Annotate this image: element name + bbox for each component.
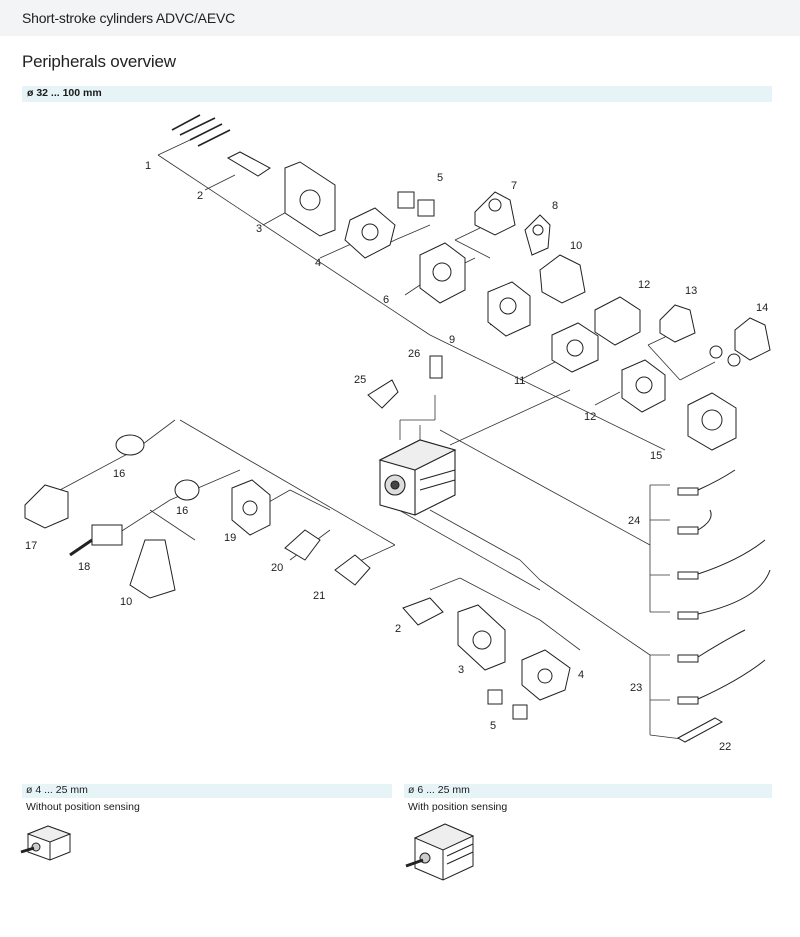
- callout-14: 14: [756, 302, 768, 314]
- callout-18: 18: [78, 561, 90, 573]
- section-title: Peripherals overview: [22, 52, 176, 71]
- part-2-upper: [226, 151, 271, 177]
- callout-22: 22: [719, 741, 731, 753]
- callout-6: 6: [383, 294, 389, 306]
- callout-3-lower: 3: [458, 664, 464, 676]
- sensor-23-b: [677, 696, 699, 705]
- cylinder-central: [378, 439, 457, 516]
- callout-4-upper: 4: [315, 257, 321, 269]
- variant-range-without-sensing: ø 4 ... 25 mm: [26, 784, 88, 796]
- part-5-upper-b: [417, 199, 435, 217]
- diameter-range-label: ø 32 ... 100 mm: [27, 87, 102, 99]
- callout-20: 20: [271, 562, 283, 574]
- sensor-24-d: [677, 611, 699, 620]
- part-10-upper: [539, 254, 586, 304]
- part-7: [474, 191, 516, 236]
- part-17: [24, 484, 69, 529]
- callout-1: 1: [145, 160, 151, 172]
- part-2-lower: [402, 597, 444, 626]
- callout-16-upper: 16: [113, 468, 125, 480]
- callout-5-upper: 5: [437, 172, 443, 184]
- callout-19: 19: [224, 532, 236, 544]
- callout-4-lower: 4: [578, 669, 584, 681]
- part-5-upper-a: [397, 191, 415, 209]
- callout-25: 25: [354, 374, 366, 386]
- callout-5-lower: 5: [490, 720, 496, 732]
- part-10-lower: [129, 539, 176, 599]
- callout-12-lower: 12: [584, 411, 596, 423]
- sensor-24-c: [677, 571, 699, 580]
- part-26-fitting: [429, 355, 443, 379]
- callout-11: 11: [514, 375, 525, 387]
- part-13: [659, 304, 696, 343]
- screws-item-1: [171, 114, 231, 147]
- callout-21: 21: [313, 590, 325, 602]
- callout-8: 8: [552, 200, 558, 212]
- peripherals-diagram: 1 2 3 4 5 6 7 8 9 10 11 12 13 14 12 15 2…: [0, 100, 800, 765]
- part-5-lower-a: [487, 689, 503, 705]
- callout-2-upper: 2: [197, 190, 203, 202]
- sensor-24-b: [677, 526, 699, 535]
- callout-24: 24: [628, 515, 640, 527]
- variant-range-with-sensing: ø 6 ... 25 mm: [408, 784, 470, 796]
- callout-23: 23: [630, 682, 642, 694]
- variant-desc-with-sensing: With position sensing: [408, 801, 508, 813]
- variant-band-left: [22, 784, 392, 798]
- part-14: [734, 317, 771, 361]
- header-band: [0, 0, 800, 36]
- part-22-rail: [676, 717, 724, 743]
- part-20: [284, 529, 321, 561]
- callout-10-upper: 10: [570, 240, 582, 252]
- callout-16-lower: 16: [176, 505, 188, 517]
- diameter-range-band: [22, 86, 772, 102]
- callout-7: 7: [511, 180, 517, 192]
- sensor-24-a: [677, 487, 699, 496]
- part-16-lower: [174, 479, 200, 501]
- callout-3-upper: 3: [256, 223, 262, 235]
- document-title: Short-stroke cylinders ADVC/AEVC: [22, 10, 236, 26]
- callout-2-lower: 2: [395, 623, 401, 635]
- sensor-23-a: [677, 654, 699, 663]
- part-5-lower-b: [512, 704, 528, 720]
- part-25-fitting: [367, 379, 399, 409]
- variant-band-right: [404, 784, 772, 798]
- callout-12-upper: 12: [638, 279, 650, 291]
- callout-labels: 1 2 3 4 5 6 7 8 9 10 11 12 13 14 12 15 2…: [25, 160, 768, 753]
- part-18: [91, 524, 123, 546]
- callout-9: 9: [449, 334, 455, 346]
- callout-17: 17: [25, 540, 37, 552]
- callout-26: 26: [408, 348, 420, 360]
- variant-desc-without-sensing: Without position sensing: [26, 801, 140, 813]
- part-12-upper: [594, 296, 641, 346]
- cylinder-small-without-sensing: [18, 822, 78, 872]
- callout-15: 15: [650, 450, 662, 462]
- cylinder-small-with-sensing: [403, 820, 478, 890]
- callout-10-lower: 10: [120, 596, 132, 608]
- part-16-upper: [115, 434, 145, 456]
- part-21: [334, 554, 371, 586]
- callout-13: 13: [685, 285, 697, 297]
